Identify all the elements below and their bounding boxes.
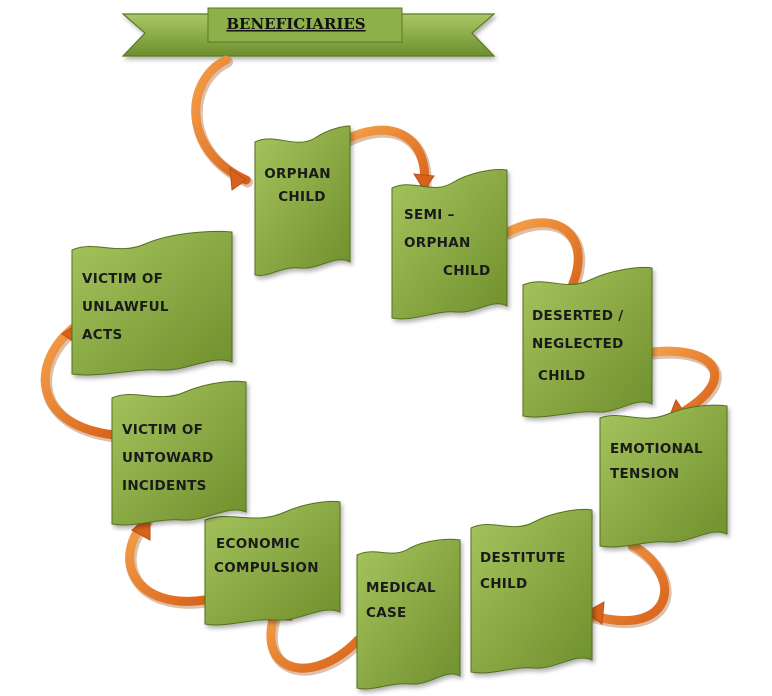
arrow-body (340, 125, 430, 193)
title-banner: BENEFICIARIES (121, 7, 496, 57)
arrow-orphan-to-semi (340, 125, 435, 196)
node-destitute-child: DESTITUTE CHILD (470, 509, 593, 674)
node-shape (470, 509, 593, 674)
node-victim-unlawful-acts: VICTIM OF UNLAWFUL ACTS (71, 230, 233, 376)
node-orphan-child: ORPHAN CHILD (254, 125, 351, 276)
arrow-body (585, 540, 670, 625)
node-deserted-neglected-child: DESERTED / NEGLECTED CHILD (522, 267, 653, 418)
arrow-body (125, 515, 210, 606)
node-semi-orphan-child: SEMI – ORPHAN CHILD (391, 169, 508, 320)
node-victim-untoward-incidents: VICTIM OF UNTOWARD INCIDENTS (111, 380, 247, 526)
arrow-body (266, 601, 363, 673)
node-shape (254, 125, 351, 276)
arrow-head (229, 166, 247, 191)
node-economic-compulsion: ECONOMIC COMPULSION (204, 500, 341, 626)
node-label: ECONOMIC COMPULSION (214, 536, 319, 576)
node-shape (111, 380, 247, 526)
node-label: DESERTED / NEGLECTED CHILD (532, 308, 629, 384)
node-label: VICTIM OF UNLAWFUL ACTS (82, 271, 174, 343)
arrow-body (191, 55, 251, 185)
node-medical-case: MEDICAL CASE (356, 538, 461, 690)
arrow-head (585, 601, 605, 625)
node-shape (204, 500, 341, 626)
arrow-economic-to-untoward (125, 514, 212, 609)
node-shape (522, 267, 653, 418)
node-shape (356, 538, 461, 690)
arrows-layer (40, 55, 722, 676)
node-shape (599, 404, 728, 548)
node-label: VICTIM OF UNTOWARD INCIDENTS (122, 422, 219, 494)
arrow-body (647, 346, 720, 423)
arrow-body (503, 218, 583, 305)
node-label: EMOTIONAL TENSION (610, 441, 708, 482)
arrow-body (40, 321, 119, 440)
node-shape (391, 169, 508, 320)
arrow-banner-to-orphan (191, 55, 253, 191)
node-label: ORPHAN CHILD (264, 166, 336, 205)
node-label: MEDICAL CASE (366, 580, 441, 621)
node-emotional-tension: EMOTIONAL TENSION (599, 404, 728, 548)
node-shape (71, 230, 233, 376)
arrow-emotional-to-destitute (585, 540, 672, 628)
banner-title: BENEFICIARIES (226, 15, 365, 33)
node-label: DESTITUTE CHILD (480, 550, 571, 592)
node-label: SEMI – ORPHAN CHILD (404, 207, 491, 279)
arrow-head (413, 173, 435, 191)
banner-fold-left (207, 7, 403, 43)
